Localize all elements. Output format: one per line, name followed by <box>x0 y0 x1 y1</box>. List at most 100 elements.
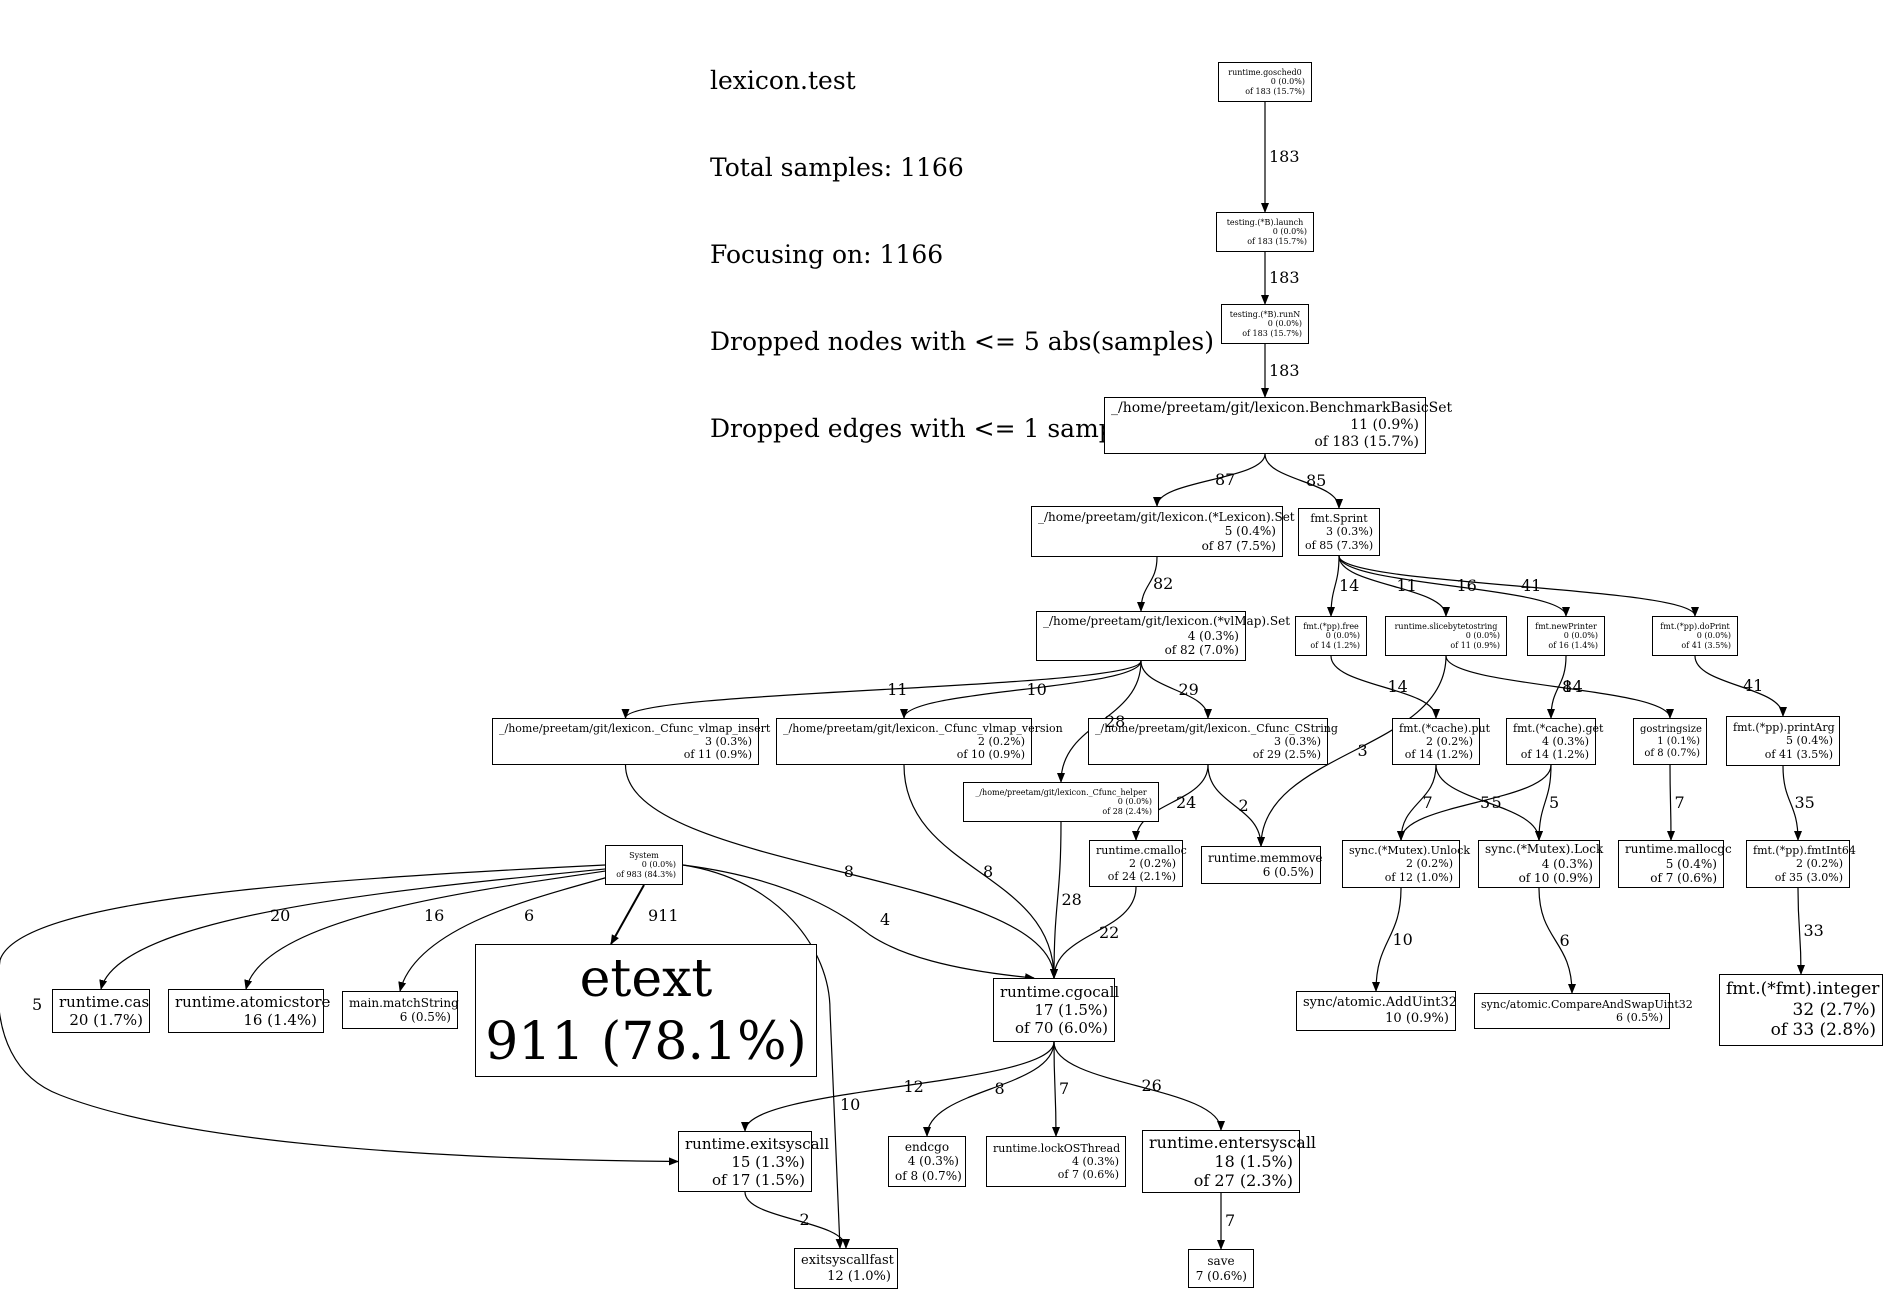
edge-sprint-to-newprinter <box>1338 555 1570 617</box>
node-flat-samples: 10 (0.9%) <box>1385 1011 1449 1026</box>
edge-label: 41 <box>1521 576 1542 595</box>
edge-cstring-to-memmove <box>1207 764 1265 847</box>
node-bench[interactable]: _/home/preetam/git/lexicon.BenchmarkBasi… <box>1104 397 1452 454</box>
edge-fmtint64-to-fmtinteger <box>1796 887 1805 975</box>
node-flat-samples: 3 (0.3%) <box>1325 525 1373 539</box>
node-cstring[interactable]: _/home/preetam/git/lexicon._Cfunc_CStrin… <box>1088 718 1338 765</box>
edge-label: 26 <box>1141 1076 1162 1095</box>
edge-label: 183 <box>1269 147 1300 166</box>
edge-label: 10 <box>1392 929 1413 949</box>
edge-lexset-to-vlmapset <box>1137 556 1158 612</box>
node-flat-samples: 4 (0.3%) <box>1541 856 1593 871</box>
edge-label: 35 <box>1794 793 1815 812</box>
node-function-name: testing.(*B).launch <box>1226 217 1304 227</box>
node-vlmapversion[interactable]: _/home/preetam/git/lexicon._Cfunc_vlmap_… <box>776 718 1063 765</box>
edge-system-to-atomicstore <box>244 864 645 990</box>
node-function-name: sync/atomic.AddUint32 <box>1303 995 1458 1011</box>
node-lexset[interactable]: _/home/preetam/git/lexicon.(*Lexicon).Se… <box>1031 506 1295 557</box>
node-cumulative-samples: of 7 (0.6%) <box>1650 871 1717 886</box>
edge-label: 8 <box>983 861 994 881</box>
node-flat-samples: 0 (0.0%) <box>1117 797 1152 807</box>
node-function-name: System <box>629 850 659 860</box>
edge-label: 14 <box>1339 576 1360 595</box>
node-flat-samples: 0 (0.0%) <box>1272 227 1307 237</box>
node-flat-samples: 32 (2.7%) <box>1792 999 1877 1020</box>
node-flat-samples: 6 (0.5%) <box>1262 865 1314 879</box>
edge-label: 5 <box>1491 792 1502 812</box>
edge-slicebyte-to-memmove <box>1257 655 1447 847</box>
edge-cgocall-to-exitsyscall <box>741 1041 1055 1132</box>
edge-cfunchelper-to-cgocall <box>1050 821 1062 979</box>
edge-label: 29 <box>1178 679 1199 699</box>
edge-system-to-exitsyscall <box>0 864 679 1166</box>
node-vlmapinsert[interactable]: _/home/preetam/git/lexicon._Cfunc_vlmap_… <box>492 718 770 765</box>
node-flat-samples: 17 (1.5%) <box>1034 1001 1108 1019</box>
edge-label: 16 <box>1456 576 1477 595</box>
edge-unlock-to-addu32 <box>1372 887 1402 992</box>
node-flat-samples: 0 (0.0%) <box>641 860 676 870</box>
node-function-name: runtime.cgocall <box>1000 983 1120 1001</box>
node-function-name: _/home/preetam/git/lexicon._Cfunc_helper <box>975 787 1147 797</box>
edge-doprint-to-printarg <box>1694 655 1787 717</box>
edge-vlmapinsert-to-cgocall <box>624 764 1058 979</box>
edge-label: 24 <box>1176 792 1197 812</box>
edge-cacheget-to-lock <box>1535 764 1552 841</box>
node-flat-samples: 2 (0.2%) <box>1405 857 1453 871</box>
node-flat-samples: 16 (1.4%) <box>243 1011 317 1029</box>
node-flat-samples: 0 (0.0%) <box>1696 631 1731 641</box>
node-function-name: fmt.(*cache).put <box>1399 721 1491 735</box>
node-cumulative-samples: of 11 (0.9%) <box>683 748 752 762</box>
edge-label: 28 <box>1061 890 1082 909</box>
node-function-name: _/home/preetam/git/lexicon.(*vlMap).Set <box>1043 614 1291 629</box>
edge-lock-to-casu32 <box>1538 887 1576 994</box>
edge-cacheput-to-unlock <box>1397 764 1437 841</box>
node-flat-samples: 0 (0.0%) <box>1325 631 1360 641</box>
node-flat-samples: 20 (1.7%) <box>69 1011 143 1029</box>
node-flat-samples: 4 (0.3%) <box>1541 734 1589 748</box>
node-function-name: runtime.gosched0 <box>1228 67 1302 77</box>
node-flat-samples: 5 (0.4%) <box>1785 734 1833 748</box>
edge-label: 10 <box>1026 679 1047 699</box>
node-function-name: _/home/preetam/git/lexicon.(*Lexicon).Se… <box>1038 509 1295 524</box>
node-function-name: sync.(*Mutex).Lock <box>1485 842 1604 857</box>
node-flat-samples: 4 (0.3%) <box>1071 1154 1119 1168</box>
node-function-name: runtime.exitsyscall <box>685 1134 830 1153</box>
node-cfunchelper[interactable]: _/home/preetam/git/lexicon._Cfunc_helper… <box>963 782 1159 822</box>
edge-sprint-to-doprint <box>1338 555 1699 617</box>
edge-gostringsize-to-mallocgc <box>1666 764 1675 841</box>
